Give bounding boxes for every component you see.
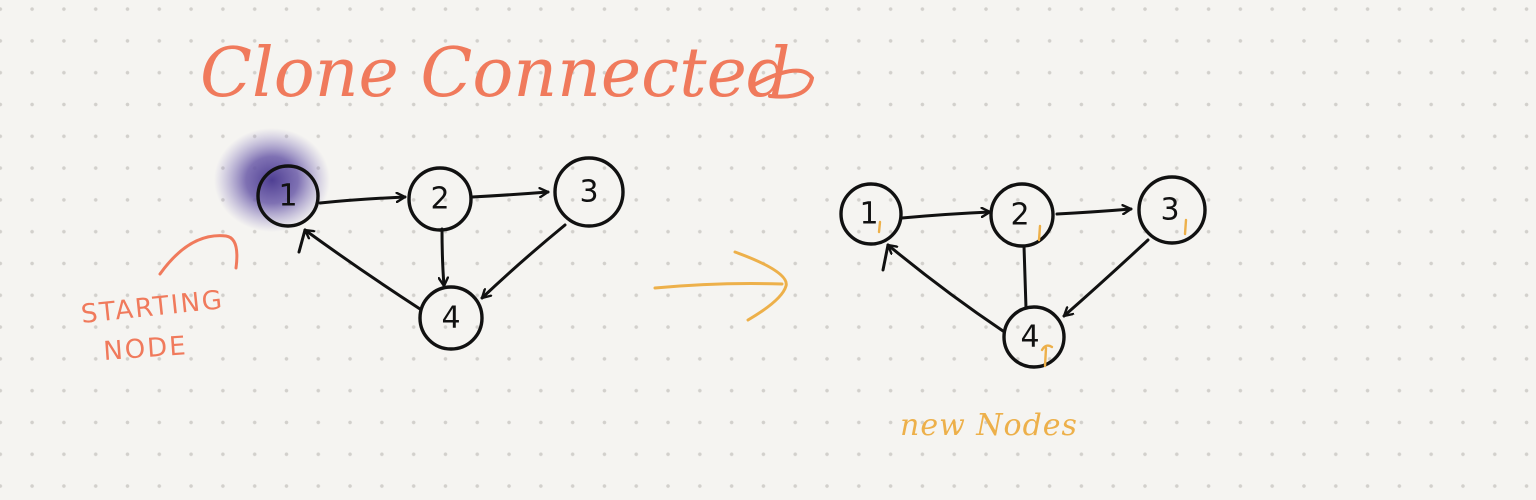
transform-arrow-head (733, 250, 788, 322)
node-label: 3 (579, 175, 598, 210)
node-1: 1 (256, 164, 320, 228)
edge-2-to-3 (470, 192, 550, 199)
node-label: 1 (278, 179, 297, 214)
clone-node-4: 4 (1002, 305, 1066, 369)
edge-4-to-1 (303, 228, 422, 311)
transform-arrow (653, 282, 784, 290)
clone-edge-1-to-2 (900, 212, 992, 220)
node-label: 2 (430, 182, 449, 217)
diagram-title: Clone Connected (200, 34, 790, 113)
node-label: 4 (441, 301, 460, 336)
node-label: 4 (1020, 320, 1039, 355)
clone-edge-2-to-3 (1055, 209, 1133, 216)
clone-edge-4-to-1 (886, 243, 1005, 333)
clone-node-2: 2 (989, 182, 1055, 248)
node-label: 3 (1160, 193, 1179, 228)
new-nodes-label: new Nodes (900, 408, 1078, 443)
starting-node-pointer (158, 234, 239, 276)
node-label: 1 (859, 197, 878, 232)
edge-1-to-2 (318, 197, 407, 205)
node-3: 3 (553, 156, 625, 228)
clone-edge-2-to-4 (1022, 244, 1028, 310)
clone-marker (1183, 218, 1188, 236)
node-4: 4 (418, 285, 484, 351)
edge-4-to-1-tail (297, 228, 307, 254)
clone-edge-3-to-4 (1062, 238, 1150, 318)
node-label: 2 (1010, 198, 1029, 233)
clone-marker (1037, 224, 1042, 242)
starting-node-highlight (214, 128, 330, 232)
edge-3-to-4 (480, 223, 567, 300)
title-flourish (750, 68, 815, 99)
node-2: 2 (407, 166, 473, 232)
clone-marker (877, 220, 882, 234)
edge-2-to-4 (442, 227, 444, 288)
cloned-graph: 1 2 3 4 (839, 175, 1207, 369)
clone-node-3: 3 (1137, 175, 1207, 245)
clone-marker (1040, 344, 1054, 368)
clone-edge-4-to-1-tail (881, 243, 890, 272)
original-graph: 1 2 3 4 (214, 128, 625, 351)
clone-node-1: 1 (839, 182, 903, 246)
starting-node-label-line1: STARTING (80, 285, 226, 330)
starting-node-label-line2: NODE (102, 331, 188, 367)
